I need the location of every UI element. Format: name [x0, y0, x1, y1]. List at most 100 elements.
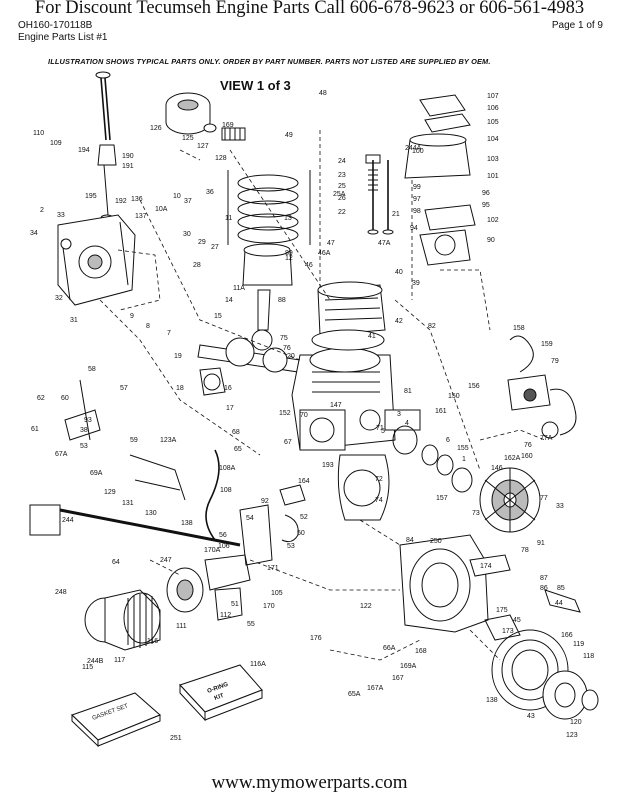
- part-label: 176: [310, 635, 322, 642]
- part-label: 157: [436, 495, 448, 502]
- view-title: VIEW 1 of 3: [220, 78, 291, 93]
- part-label: 100: [412, 148, 424, 155]
- part-label: 59: [130, 437, 138, 444]
- part-label: 38: [80, 427, 88, 434]
- part-label: 191: [122, 163, 134, 170]
- part-label: 85: [557, 585, 565, 592]
- part-label: 169: [222, 122, 234, 129]
- part-label: 71: [376, 425, 384, 432]
- ignition-module: [507, 335, 577, 439]
- part-label: 136: [131, 196, 143, 203]
- part-label: 72: [375, 476, 383, 483]
- part-label: 53: [80, 443, 88, 450]
- part-label: 99: [413, 184, 421, 191]
- part-label: 65A: [348, 691, 361, 698]
- part-label: 14: [225, 297, 233, 304]
- part-label: 65: [234, 446, 242, 453]
- part-label: 11A: [233, 285, 245, 292]
- part-label: 146: [491, 465, 503, 472]
- part-label: 13: [284, 215, 292, 222]
- part-label: 76: [524, 442, 532, 449]
- part-label: 93: [84, 417, 92, 424]
- part-label: 6: [446, 437, 450, 444]
- part-label: 34: [30, 230, 38, 237]
- part-label: 120: [570, 719, 582, 726]
- part-label: 250: [430, 538, 442, 545]
- part-label: 77A: [540, 435, 553, 442]
- page-header-title: For Discount Tecumseh Engine Parts Call …: [34, 0, 585, 18]
- rewind-starter: [491, 629, 599, 720]
- dipstick-assembly: [95, 71, 117, 222]
- part-label: 247: [160, 557, 172, 564]
- part-label: 194: [78, 147, 90, 154]
- part-label: 75: [280, 335, 288, 342]
- part-label: 251: [170, 735, 182, 742]
- part-label: 244: [62, 517, 74, 524]
- part-label: 55: [247, 621, 255, 628]
- linkage-parts: [29, 379, 581, 641]
- part-label: 62: [37, 395, 45, 402]
- page-number: Page 1 of 9: [551, 20, 603, 31]
- flywheel-cap-assembly: [165, 92, 246, 141]
- part-label: 123A: [160, 437, 177, 444]
- part-label: 47: [327, 240, 335, 247]
- part-label: 108A: [219, 465, 236, 472]
- part-label: 162A: [504, 455, 521, 462]
- part-label: 78: [521, 547, 529, 554]
- part-label: 104: [487, 136, 499, 143]
- part-label: 108: [220, 487, 232, 494]
- part-label: 17: [226, 405, 234, 412]
- part-label: 106: [218, 543, 230, 550]
- part-label: 166: [561, 632, 573, 639]
- part-label: 18: [176, 385, 184, 392]
- footer-url[interactable]: www.mymowerparts.com: [211, 772, 408, 793]
- part-label: 125: [182, 135, 194, 142]
- part-label: 102: [487, 217, 499, 224]
- part-label: 106: [487, 105, 499, 112]
- part-label: 33: [57, 212, 65, 219]
- part-label: 77: [540, 495, 548, 502]
- part-label: 10: [173, 193, 181, 200]
- flywheel: [479, 467, 541, 533]
- crankshaft-assembly: [197, 289, 301, 396]
- part-label: 31: [70, 317, 78, 324]
- part-label: 11: [225, 215, 232, 222]
- part-label: 112: [220, 612, 231, 619]
- part-label: 47A: [378, 240, 391, 247]
- part-label: 69A: [90, 470, 103, 477]
- part-label: 147: [330, 402, 342, 409]
- part-label: 20: [287, 353, 295, 360]
- document-subtitle: Engine Parts List #1: [18, 32, 108, 43]
- part-label: 54: [246, 515, 254, 522]
- valve-assembly: [365, 154, 394, 235]
- part-label: 195: [85, 193, 97, 200]
- part-label: 175: [496, 607, 508, 614]
- part-label: 79: [551, 358, 559, 365]
- part-label: 41: [368, 333, 376, 340]
- part-label: 92: [261, 498, 269, 505]
- part-label: 24: [338, 158, 346, 165]
- part-label: 73: [472, 510, 480, 517]
- part-label: 46A: [318, 250, 331, 257]
- part-label: 67A: [55, 451, 68, 458]
- part-label: 5: [381, 428, 385, 435]
- part-label: 117: [114, 657, 125, 664]
- part-label: 164: [298, 478, 310, 485]
- part-label: 49: [285, 132, 293, 139]
- part-label: 130: [145, 510, 157, 517]
- part-label: 22: [338, 209, 346, 216]
- part-label: 51: [231, 601, 239, 608]
- part-label: 116: [147, 638, 158, 645]
- part-label: 170A: [204, 547, 221, 554]
- part-label: 86: [540, 585, 548, 592]
- part-label: 40: [395, 269, 403, 276]
- part-label: 36: [206, 189, 214, 196]
- part-label: 23: [338, 172, 346, 179]
- part-label: 87: [540, 575, 548, 582]
- part-label: 50: [297, 530, 305, 537]
- part-label: 248: [55, 589, 67, 596]
- part-label: 58: [88, 366, 96, 373]
- part-label: 48: [319, 90, 327, 97]
- part-label: 105: [271, 590, 283, 597]
